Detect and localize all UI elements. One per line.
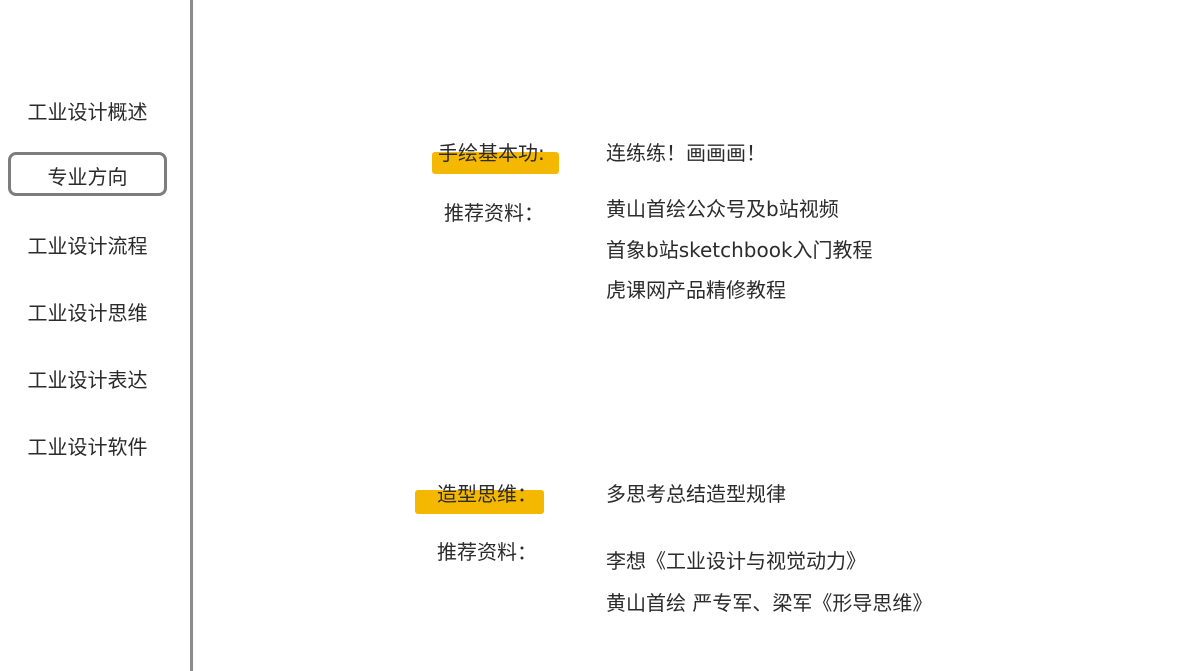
sidebar-item-expression[interactable]: 工业设计表达: [27, 368, 148, 392]
sidebar-divider: [190, 0, 193, 671]
section-description: 连练练！画画画！: [606, 141, 766, 165]
resource-item: 黄山首绘 严专军、梁军《形导思维》: [606, 591, 933, 615]
section-heading-text: 手绘基本功:: [438, 141, 545, 165]
heading-highlight: [432, 152, 559, 174]
sidebar-item-direction[interactable]: 专业方向: [8, 152, 167, 196]
sidebar-item-process[interactable]: 工业设计流程: [27, 234, 148, 258]
resource-item: 李想《工业设计与视觉动力》: [606, 549, 866, 573]
resource-item: 首象b站sketchbook入门教程: [606, 238, 873, 262]
section-heading-text: 造型思维：: [437, 482, 537, 506]
resource-item: 黄山首绘公众号及b站视频: [606, 197, 839, 221]
resource-item: 虎课网产品精修教程: [606, 278, 786, 302]
section-description: 多思考总结造型规律: [606, 482, 786, 506]
sidebar-item-overview[interactable]: 工业设计概述: [27, 100, 148, 124]
sidebar-item-thinking[interactable]: 工业设计思维: [27, 301, 148, 325]
resources-label: 推荐资料：: [444, 201, 544, 225]
section-heading: 手绘基本功:: [438, 139, 545, 167]
sidebar-item-software[interactable]: 工业设计软件: [27, 435, 148, 459]
resources-label: 推荐资料：: [437, 540, 537, 564]
heading-highlight: [415, 490, 544, 514]
section-heading: 造型思维：: [437, 480, 537, 508]
